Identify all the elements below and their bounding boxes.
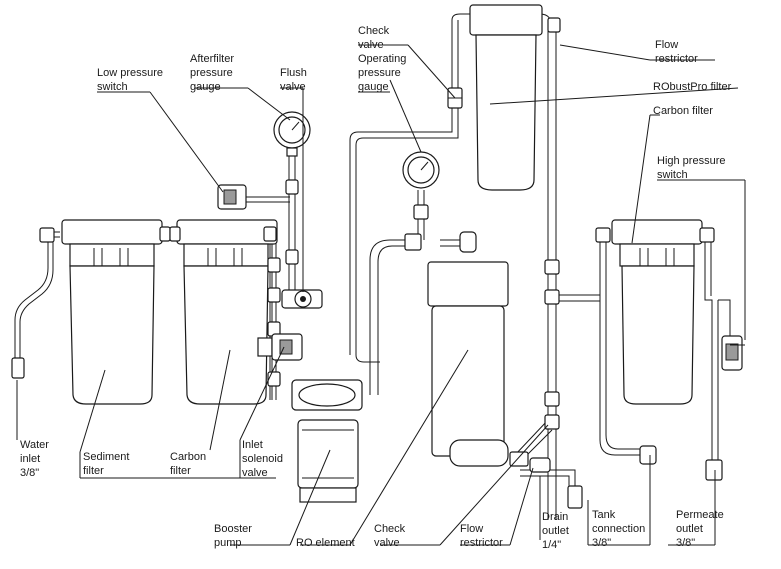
carbon-filter-left-housing: [176, 219, 278, 405]
inlet-solenoid-valve: [257, 333, 303, 361]
robustpro-filter-housing: [469, 4, 543, 191]
label-flush-valve: Flush valve: [280, 67, 310, 93]
label-flow-restrictor-top: Flow restrictor: [655, 39, 698, 65]
label-sediment-filter: Sediment filter: [83, 451, 133, 477]
label-water-inlet: Water inlet 3/8": [20, 439, 52, 479]
high-pressure-switch: [721, 335, 743, 371]
sediment-filter-housing: [61, 219, 163, 405]
label-check-valve-bottom: Check valve: [374, 523, 408, 549]
label-ro-element: RO element: [296, 537, 355, 549]
label-drain-outlet: Drain outlet 1/4": [542, 511, 572, 551]
label-carbon-filter-right: Carbon filter: [653, 105, 713, 117]
label-robustpro-filter: RObustPro filter: [653, 81, 732, 93]
label-high-pressure-switch: High pressure switch: [657, 155, 729, 181]
operating-pressure-gauge: [402, 151, 440, 220]
label-carbon-filter-left: Carbon filter: [170, 451, 209, 477]
ro-element-housing: [404, 231, 509, 467]
label-operating-pressure-gauge: Operating pressure gauge: [358, 53, 409, 93]
label-tank-connection: Tank connection 3/8": [592, 509, 648, 549]
carbon-filter-right-housing: [595, 219, 715, 405]
flush-valve: [281, 289, 323, 309]
label-booster-pump: Booster pump: [214, 523, 255, 549]
low-pressure-switch: [217, 184, 247, 210]
labels: Check valve Flow restrictor Operating pr…: [20, 25, 732, 551]
label-permeate-outlet: Permeate outlet 3/8": [676, 509, 727, 549]
label-check-valve-top: Check valve: [358, 25, 392, 51]
booster-pump: [291, 379, 363, 503]
fittings-left: [11, 179, 299, 387]
label-afterfilter-pressure-gauge: Afterfilter pressure gauge: [190, 53, 237, 93]
label-flow-restrictor-bottom: Flow restrictor: [460, 523, 503, 549]
leader-lines: [16, 44, 746, 546]
label-low-pressure-switch: Low pressure switch: [97, 67, 166, 93]
label-inlet-solenoid-valve: Inlet solenoid valve: [242, 439, 286, 479]
afterfilter-pressure-gauge: [273, 111, 311, 157]
